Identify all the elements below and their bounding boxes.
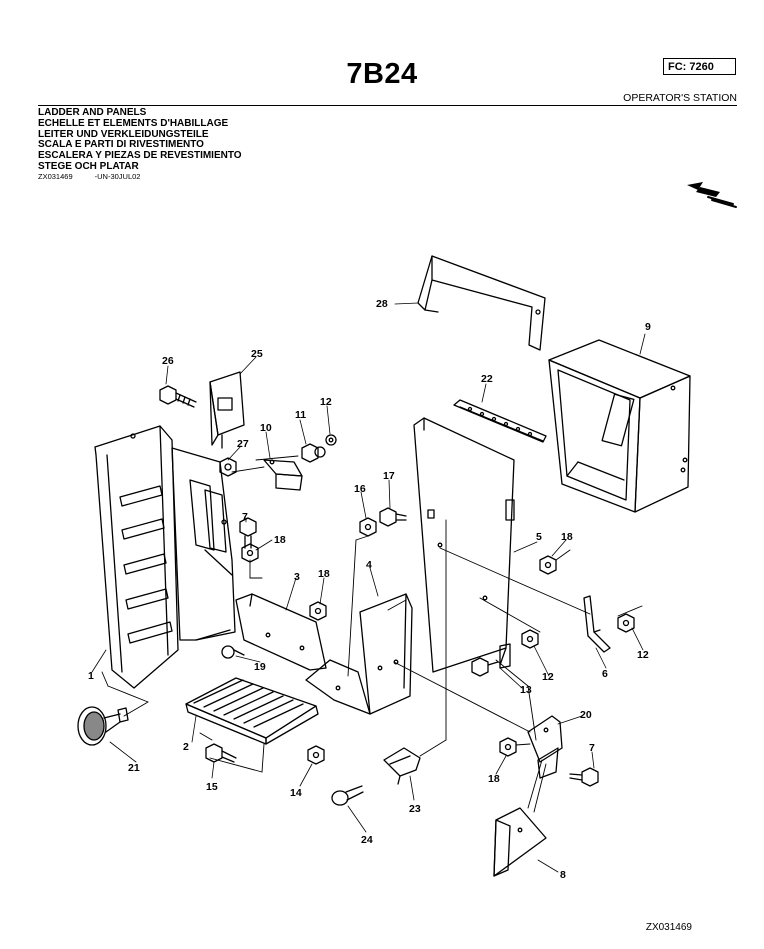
title-french: ECHELLE ET ELEMENTS D'HABILLAGE	[38, 117, 229, 129]
drawing-id-bottom: ZX031469	[645, 922, 692, 933]
callout-18-bottom: 18	[488, 773, 500, 785]
multilingual-titles: LADDER AND PANELS ECHELLE ET ELEMENTS D'…	[38, 107, 242, 173]
callout-12-top: 12	[320, 396, 332, 408]
part-19-bolt	[221, 645, 245, 659]
part-27-nut	[219, 457, 237, 477]
page-code: 7B24	[346, 58, 418, 90]
drawing-number: ZX031469	[38, 172, 73, 181]
callout-labels: 1 2 3 4 5 6 7 7 8 9 10 11 12 12 12 13 14…	[88, 298, 651, 881]
callout-26: 26	[162, 355, 174, 367]
callout-28: 28	[376, 298, 388, 310]
callout-8: 8	[560, 869, 566, 881]
part-1-ladder	[94, 425, 236, 689]
callout-18-mid: 18	[318, 568, 330, 580]
callout-5: 5	[536, 531, 542, 543]
part-10-bracket	[263, 459, 303, 491]
callout-7-right: 7	[589, 742, 595, 754]
callout-12-right: 12	[637, 649, 649, 661]
part-24-screw	[331, 785, 364, 806]
title-italian: SCALA E PARTI DI RIVESTIMENTO	[38, 139, 204, 151]
part-6-handle	[583, 595, 611, 653]
part-9-box	[548, 339, 691, 513]
part-5-panel	[413, 417, 515, 673]
part-15-bolt	[205, 743, 237, 763]
part-4-bracket	[305, 593, 413, 715]
callout-14: 14	[290, 787, 302, 799]
callout-25: 25	[251, 348, 263, 360]
callout-11: 11	[295, 409, 306, 421]
part-23-clip	[383, 747, 421, 785]
callout-13: 13	[520, 684, 532, 696]
callout-18-left: 18	[274, 534, 286, 546]
part-13-bolt	[471, 657, 499, 677]
part-12-nut-right	[617, 613, 635, 633]
callout-17: 17	[383, 470, 395, 482]
part-2-step	[185, 677, 319, 745]
part-25-bracket	[209, 371, 245, 449]
part-22-strip	[453, 399, 547, 443]
part-7-bolt-right	[569, 767, 599, 787]
title-swedish: STEGE OCH PLATAR	[38, 160, 139, 172]
part-11-nut	[301, 443, 326, 463]
part-17-bolt	[379, 507, 407, 527]
part-18-nut-right	[539, 555, 557, 575]
callout-23: 23	[409, 803, 421, 815]
part-8-wedge	[493, 807, 547, 877]
part-21-reflector	[77, 706, 129, 746]
fc-code-box: FC: 7260	[663, 58, 736, 75]
callout-27: 27	[237, 438, 249, 450]
title-german: LEITER UND VERKLEIDUNGSTEILE	[38, 128, 209, 140]
drawing-id: ZX031469 -UN-30JUL02	[38, 172, 162, 181]
callout-leaders	[91, 302, 646, 873]
callout-19: 19	[254, 661, 266, 673]
callout-16: 16	[354, 483, 366, 495]
part-18-nut-mid	[309, 601, 327, 621]
part-26-bolt	[159, 385, 197, 408]
part-12-washer-top	[325, 434, 337, 446]
title-english: LADDER AND PANELS	[38, 107, 147, 118]
section-title: OPERATOR'S STATION	[623, 92, 737, 104]
part-12-nut-mid	[521, 629, 539, 649]
leader-lines	[101, 455, 643, 813]
callout-9: 9	[645, 321, 651, 333]
callout-15: 15	[206, 781, 218, 793]
part-16-nut	[359, 517, 377, 537]
callout-1: 1	[88, 670, 94, 682]
callout-3: 3	[294, 571, 300, 583]
callout-22: 22	[481, 373, 493, 385]
callout-2: 2	[183, 741, 189, 753]
part-18-nut-left	[241, 543, 259, 563]
part-20-bracket	[527, 715, 563, 779]
callout-6: 6	[602, 668, 608, 680]
part-14-nut	[307, 745, 325, 765]
callout-7-left: 7	[242, 511, 248, 523]
forward-arrow-icon	[687, 182, 737, 208]
drawing-suffix: -UN-30JUL02	[94, 172, 141, 181]
callout-20: 20	[580, 709, 592, 721]
callout-12-mid: 12	[542, 671, 554, 683]
part-3-plate	[235, 593, 327, 671]
callout-21: 21	[128, 762, 140, 774]
callout-24: 24	[361, 834, 373, 846]
header-rule	[38, 105, 737, 106]
part-28-panel	[417, 255, 546, 351]
part-18-nut-bottom	[499, 737, 517, 757]
callout-4: 4	[366, 559, 372, 571]
callout-18-right: 18	[561, 531, 573, 543]
callout-10: 10	[260, 422, 272, 434]
title-spanish: ESCALERA Y PIEZAS DE REVESTIMIENTO	[38, 150, 242, 162]
